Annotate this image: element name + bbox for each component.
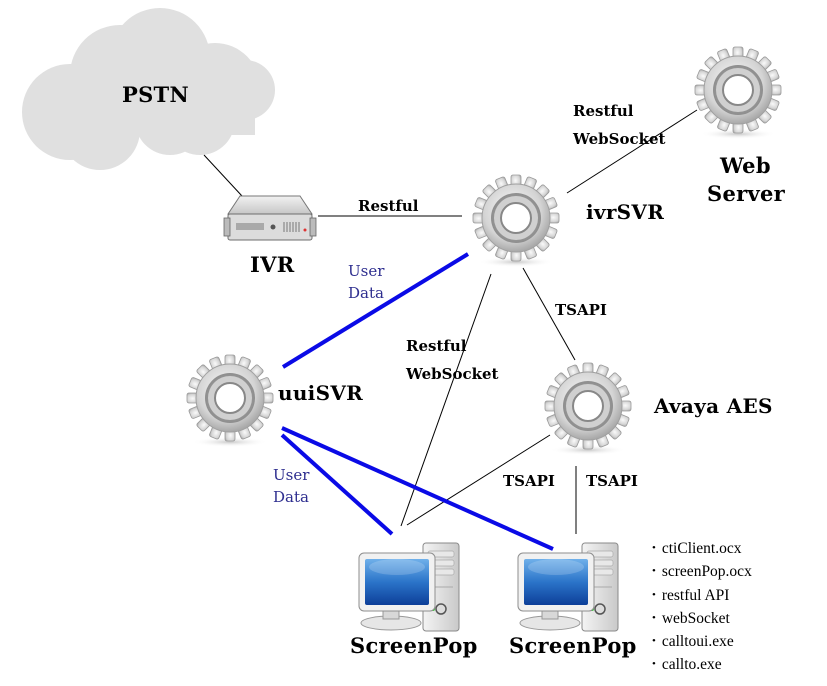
avaya-aes-label: Avaya AES xyxy=(654,394,773,418)
component-item: webSocket xyxy=(652,607,752,630)
uuisvr-label: uuiSVR xyxy=(278,381,364,405)
pstn-label: PSTN xyxy=(122,82,189,107)
edge-label-ivrsvr-web-1: Restful xyxy=(573,102,634,120)
component-item: screenPop.ocx xyxy=(652,560,752,583)
component-item: calltoui.exe xyxy=(652,630,752,653)
userdata-link-uuisvr-screenpop2 xyxy=(281,426,554,551)
edge-label-ivrsvr-avaya: TSAPI xyxy=(555,301,607,319)
screenpop2-label: ScreenPop xyxy=(509,633,637,658)
link-ivrsvr-webserver xyxy=(566,109,698,194)
link-pstn-ivr xyxy=(203,154,243,197)
link-avaya-screenpop1 xyxy=(406,434,551,526)
screenpop1-label: ScreenPop xyxy=(350,633,478,658)
webserver-gear-icon xyxy=(694,46,782,140)
webserver-label-line2: Server xyxy=(707,181,786,206)
screenpop1-computer-icon xyxy=(358,542,460,632)
edge-label-ivrsvr-web-2: WebSocket xyxy=(573,130,666,148)
edge-label-avaya-screenpop2: TSAPI xyxy=(586,472,638,490)
screenpop-components-list: ctiClient.ocx screenPop.ocx restful API … xyxy=(652,537,752,677)
pstn-cloud-icon xyxy=(22,8,275,170)
webserver-label-line1: Web xyxy=(720,153,771,178)
ivr-server-icon xyxy=(223,195,317,241)
component-item: restful API xyxy=(652,584,752,607)
edge-label-avaya-screenpop1: TSAPI xyxy=(503,472,555,490)
ivr-label: IVR xyxy=(250,252,295,277)
userdata-link-uuisvr-screenpop1 xyxy=(280,433,394,536)
userdata-link-uuisvr-ivrsvr xyxy=(281,252,470,369)
ivrsvr-gear-icon xyxy=(472,174,560,268)
edge-label-ivr-ivrsvr: Restful xyxy=(358,197,419,215)
ivrsvr-label: ivrSVR xyxy=(586,200,665,224)
component-item: ctiClient.ocx xyxy=(652,537,752,560)
userdata-label-bottom-1: User xyxy=(273,466,310,484)
userdata-label-top-1: User xyxy=(348,262,385,280)
userdata-label-bottom-2: Data xyxy=(273,488,309,506)
link-ivrsvr-avaya xyxy=(522,267,576,361)
component-item: callto.exe xyxy=(652,653,752,676)
link-ivrsvr-screenpop1 xyxy=(400,273,492,527)
edge-label-ivrsvr-screenpop-2: WebSocket xyxy=(406,365,499,383)
uuisvr-gear-icon xyxy=(186,354,274,448)
screenpop2-computer-icon xyxy=(517,542,619,632)
edge-label-ivrsvr-screenpop-1: Restful xyxy=(406,337,467,355)
avaya-aes-gear-icon xyxy=(544,362,632,456)
userdata-label-top-2: Data xyxy=(348,284,384,302)
